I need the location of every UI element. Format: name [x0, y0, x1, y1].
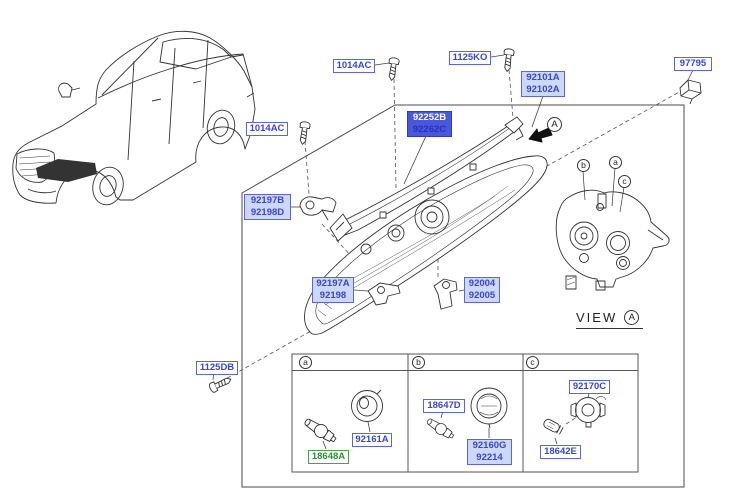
part-number: 92262C — [412, 124, 447, 135]
halogen-bulb-drawing — [424, 415, 457, 442]
direction-arrow — [528, 127, 553, 143]
part-label-1014ac-top[interactable]: 1014AC — [333, 59, 375, 73]
table-grid — [291, 353, 639, 473]
view-a-caption: VIEW A — [576, 309, 644, 329]
direction-a-marker: A — [547, 117, 562, 132]
part-number: 92197B — [250, 195, 285, 206]
part-number: 92170C — [572, 381, 607, 392]
part-number: 92198D — [250, 207, 285, 218]
part-label-97795[interactable]: 97795 — [674, 57, 712, 71]
part-number: 92198 — [319, 290, 347, 301]
part-number: 92197A — [316, 278, 350, 289]
view-label: VIEW — [576, 309, 618, 325]
part-number: 92004 — [468, 278, 496, 289]
part-number: 97795 — [679, 58, 707, 69]
car-headlamp-highlight — [36, 159, 97, 182]
part-label-1125db[interactable]: 1125DB — [196, 361, 238, 375]
solid-leader-lines — [212, 54, 694, 450]
rear-view-marker-c: c — [618, 175, 631, 188]
part-number: 1014AC — [336, 60, 372, 71]
screw-icon — [296, 120, 312, 146]
part-label-1014ac-left[interactable]: 1014AC — [246, 122, 288, 136]
clip-drawing — [679, 79, 702, 105]
headlamp-assembly-drawing — [304, 155, 548, 335]
part-number: 1014AC — [249, 123, 285, 134]
assembly-box-outline — [241, 104, 685, 488]
part-label-92161a[interactable]: 92161A — [352, 433, 392, 447]
part-number: 18642E — [544, 446, 577, 457]
rear-view-marker-b: b — [577, 159, 590, 172]
part-number: 1125KO — [452, 52, 488, 63]
part-number: 92252B — [412, 112, 447, 123]
part-label-18648a-highlighted[interactable]: 18648A — [308, 450, 349, 464]
car-illustration — [12, 30, 256, 206]
headlamp-trim-strip-drawing — [329, 116, 524, 242]
rear-view-marker-a: a — [609, 156, 622, 169]
halogen-bulb-drawing — [301, 415, 339, 446]
part-number: 1125DB — [199, 362, 235, 373]
part-number: 92214 — [476, 452, 503, 463]
part-number: 92160G — [472, 440, 507, 451]
part-number: 92005 — [468, 290, 496, 301]
part-number: 92101A — [526, 72, 560, 83]
part-label-1125ko[interactable]: 1125KO — [449, 51, 491, 65]
screw-icon — [385, 56, 401, 82]
bracket-drawings — [299, 196, 458, 310]
table-part-drawings — [301, 387, 607, 446]
part-label-18647d[interactable]: 18647D — [423, 399, 465, 413]
headlamp-rear-view-drawing — [555, 167, 670, 291]
view-a-marker-icon: A — [624, 310, 640, 325]
part-label-18642e[interactable]: 18642E — [540, 445, 581, 459]
part-number: 18647D — [427, 400, 461, 411]
table-header-marker-b: b — [412, 356, 425, 369]
part-number: 18648A — [311, 451, 346, 462]
part-number: 92102A — [526, 84, 560, 95]
table-header-marker-c: c — [526, 356, 539, 369]
screw-icon — [501, 47, 515, 73]
part-label-92170c[interactable]: 92170C — [569, 380, 610, 394]
table-header-marker-a: a — [299, 356, 312, 369]
part-number: 92161A — [355, 434, 389, 445]
